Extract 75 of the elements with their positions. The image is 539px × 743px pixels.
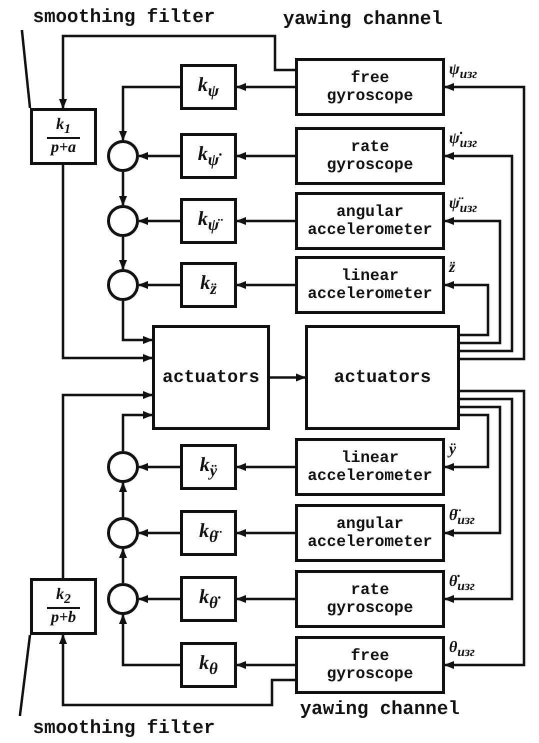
signal-arrow [122, 301, 153, 344]
signal-arrow [444, 217, 502, 344]
transfer-function-box: k$_{2}$ p+b [30, 578, 97, 635]
summing-junction [107, 451, 139, 483]
signal-arrow [138, 152, 180, 160]
summing-junction [107, 583, 139, 615]
signal-arrow [444, 390, 526, 669]
signal-arrow [444, 152, 514, 352]
sensor-box: linear accelerometer [295, 256, 445, 314]
signal-symbol: ψ̈$_{изг}$ [449, 195, 478, 216]
actuator-box: actuators [305, 325, 460, 430]
signal-arrow [138, 463, 180, 471]
channel-label: yawing channel [300, 698, 460, 720]
summing-junction [107, 269, 139, 301]
signal-symbol: z̈ [449, 259, 456, 277]
summing-junction [107, 205, 139, 237]
signal-arrow [62, 391, 153, 578]
signal-symbol: θ$_{изг}$ [449, 639, 475, 660]
sensor-box: angular accelerometer [295, 504, 445, 562]
sensor-box: free gyroscope [295, 58, 445, 116]
gain-box: k$_{θ}$ [180, 642, 237, 688]
callout-text: smoothing filter [8, 716, 240, 740]
signal-arrow [119, 482, 127, 517]
signal-symbol: ψ$_{изг}$ [449, 61, 478, 82]
signal-arrow [236, 463, 295, 471]
signal-arrow [138, 595, 180, 603]
sensor-box: rate gyroscope [295, 570, 445, 628]
signal-arrow [444, 398, 514, 603]
summing-junction [107, 517, 139, 549]
signal-arrow [138, 281, 180, 289]
sensor-box: free gyroscope [295, 636, 445, 694]
sensor-box: linear accelerometer [295, 438, 445, 496]
gain-box: k$_{θ̈}$ [180, 510, 237, 556]
leader-line [18, 634, 32, 716]
transfer-function-box: k$_{1}$ p+a [30, 108, 97, 165]
signal-arrow [236, 83, 295, 91]
signal-arrow [119, 614, 180, 666]
signal-arrow [444, 83, 526, 360]
summing-junction [107, 140, 139, 172]
signal-arrow [119, 237, 127, 270]
sensor-box: angular accelerometer [295, 192, 445, 250]
signal-symbol: ÿ [449, 441, 456, 459]
signal-symbol: ψ̇$_{изг}$ [449, 130, 478, 152]
signal-arrow [236, 661, 295, 669]
gain-box: k$_{ψ̇}$ [180, 133, 237, 179]
signal-arrow [444, 414, 490, 471]
leader-line [20, 30, 32, 108]
signal-arrow [122, 411, 153, 451]
gain-box: k$_{z̈}$ [180, 262, 237, 308]
gain-box: k$_{ÿ}$ [180, 444, 237, 490]
signal-arrow [119, 548, 127, 583]
gain-box: k$_{ψ}$ [180, 64, 237, 110]
signal-arrow [59, 34, 295, 109]
signal-arrow [119, 86, 180, 141]
signal-symbol: θ̇$_{изг}$ [449, 573, 475, 594]
signal-arrow [138, 217, 180, 225]
signal-arrow [444, 406, 502, 537]
signal-arrow [444, 281, 490, 336]
signal-arrow [138, 529, 180, 537]
signal-arrow [236, 529, 295, 537]
signal-arrow [236, 217, 295, 225]
signal-arrow [236, 281, 295, 289]
callout-text: smoothing filter [8, 4, 240, 30]
signal-arrow [270, 374, 306, 382]
signal-arrow [119, 172, 127, 206]
actuator-box: actuators [152, 325, 270, 430]
signal-symbol: θ̈$_{изг}$ [449, 507, 475, 528]
channel-label: yawing channel [283, 8, 443, 30]
signal-arrow [62, 165, 153, 362]
signal-arrow [236, 152, 295, 160]
gain-box: k$_{θ̇}$ [180, 576, 237, 622]
signal-arrow [236, 595, 295, 603]
signal-arrow [59, 634, 295, 706]
gain-box: k$_{ψ̈}$ [180, 198, 237, 244]
sensor-box: rate gyroscope [295, 127, 445, 185]
